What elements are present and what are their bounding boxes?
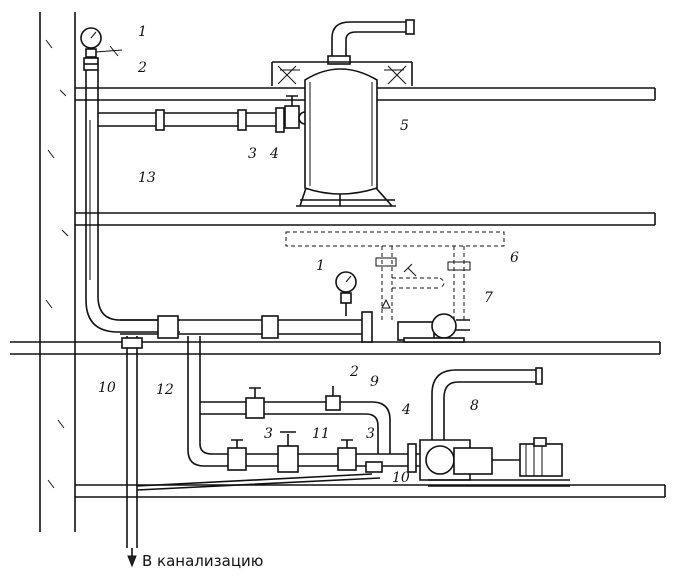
label-3-low-left: 3 <box>264 426 273 442</box>
pressure-gauge-top <box>80 27 123 58</box>
tank-inlet-pipe <box>327 19 415 65</box>
label-13: 13 <box>138 170 156 186</box>
lower-riser <box>187 336 420 467</box>
label-10-low: 10 <box>392 470 410 486</box>
bypass-pipe-9 <box>200 386 391 454</box>
building-wall <box>39 12 76 532</box>
storage-tank-5 <box>296 68 396 207</box>
label-1-mid: 1 <box>316 258 325 274</box>
pump-7 <box>397 313 470 343</box>
label-4-low: 4 <box>401 402 411 418</box>
label-8: 8 <box>470 398 479 414</box>
tank-support-frame <box>271 61 413 86</box>
dashed-collector-6 <box>285 231 505 320</box>
label-1-top: 1 <box>138 24 147 40</box>
lower-main-pipe-11 <box>227 431 383 473</box>
upper-branch-pipe <box>98 107 295 133</box>
drain-caption: В канализацию <box>142 552 263 570</box>
riser-pipe-13 <box>85 70 180 333</box>
label-12: 12 <box>156 382 174 398</box>
floor-drain-line <box>136 473 381 491</box>
label-9: 9 <box>370 374 379 390</box>
label-3-top: 3 <box>248 146 257 162</box>
label-2-top: 2 <box>137 60 147 76</box>
drain-pipe-12 <box>121 336 143 568</box>
valve-top <box>83 57 99 71</box>
label-2-low: 2 <box>349 364 359 380</box>
pressure-gauge-mid <box>335 271 357 316</box>
label-6: 6 <box>510 250 519 266</box>
pump-8 <box>419 367 570 487</box>
label-5: 5 <box>400 118 409 134</box>
label-7: 7 <box>484 290 493 306</box>
label-10-left: 10 <box>98 380 116 396</box>
floor-third <box>10 341 661 355</box>
label-3-low-right: 3 <box>366 426 375 442</box>
horizontal-main-pipe-mid <box>120 311 373 343</box>
label-11: 11 <box>312 426 330 442</box>
flange-4-low <box>407 443 417 473</box>
floor-second <box>75 212 656 226</box>
floor-bottom <box>75 484 666 498</box>
label-4-top: 4 <box>269 146 279 162</box>
